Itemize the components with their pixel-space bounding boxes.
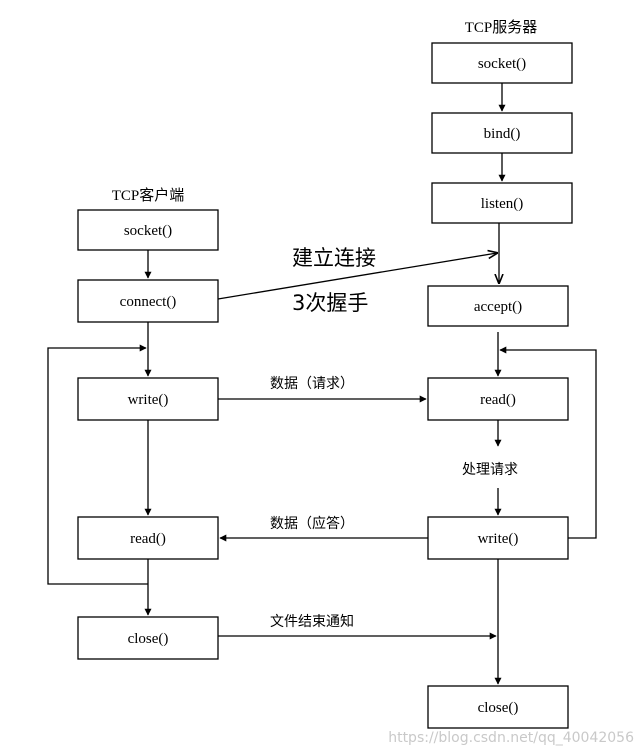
server-socket-box: socket() [431,42,573,84]
server-accept-box: accept() [427,285,569,327]
client-connect-box: connect() [77,279,219,323]
client-close-label: close() [128,631,169,647]
server-write-label: write() [478,531,519,547]
server-listen-box: listen() [431,182,573,224]
client-loop-arrow [47,344,148,585]
server-bind-box: bind() [431,112,573,154]
client-read-label: read() [130,531,166,547]
request-label: 数据（请求） [270,376,354,392]
client-socket-label: socket() [124,223,172,239]
client-connect-label: connect() [120,294,177,310]
process-label: 处理请求 [462,462,518,478]
client-write-label: write() [128,392,169,408]
arrow-connect-handshake [217,253,497,300]
server-close-box: close() [427,685,569,729]
client-socket-box: socket() [77,209,219,251]
client-write-box: write() [77,377,219,421]
client-close-box: close() [77,616,219,660]
server-accept-label: accept() [474,299,522,315]
watermark: https://blog.csdn.net/qq_40042056 [388,730,634,746]
server-title: TCP服务器 [465,19,538,36]
establish-label: 建立连接 [292,246,376,270]
server-write-box: write() [427,516,569,560]
handshake-label: 3次握手 [292,291,368,315]
server-loop-arrow [499,346,597,539]
server-read-label: read() [480,392,516,408]
client-read-box: read() [77,516,219,560]
server-read-box: read() [427,377,569,421]
server-listen-label: listen() [481,196,524,212]
response-label: 数据（应答） [270,515,354,532]
eof-label: 文件结束通知 [270,613,354,630]
client-title: TCP客户端 [112,187,185,204]
server-socket-label: socket() [478,56,526,72]
server-bind-label: bind() [484,126,521,142]
server-close-label: close() [478,700,519,716]
